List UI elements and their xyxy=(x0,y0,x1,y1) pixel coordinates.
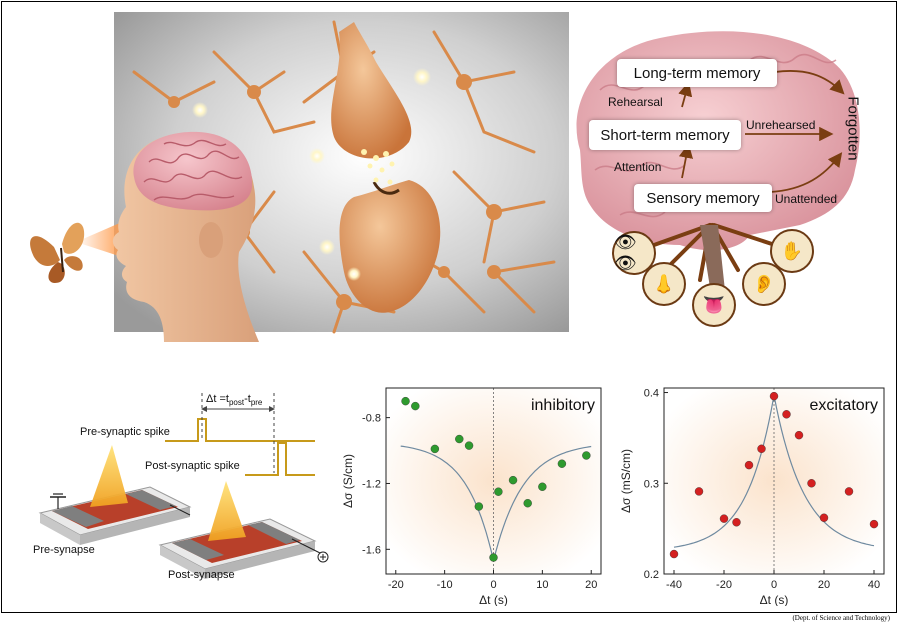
unrehearsed-label: Unrehearsed xyxy=(746,118,816,132)
delta-t-pre: pre xyxy=(250,398,263,408)
x-tick-label: -40 xyxy=(666,579,682,591)
x-axis-label: Δt (s) xyxy=(760,593,789,606)
data-point xyxy=(582,451,591,460)
data-point xyxy=(523,499,532,508)
delta-t-text: Δt =t xyxy=(206,393,229,405)
x-tick-label: 0 xyxy=(490,579,496,591)
x-tick-label: 20 xyxy=(818,579,830,591)
y-tick-label: 0.4 xyxy=(644,388,659,400)
data-point xyxy=(844,487,854,496)
chart-title: inhibitory xyxy=(531,397,595,414)
data-point xyxy=(769,391,779,401)
excitatory-chart: -40 -20 0 20 40 0.2 0.3 0.4 excitatory Δt (s) Δσ (… xyxy=(619,387,885,606)
x-tick-label: 40 xyxy=(868,579,880,591)
x-tick-label: 20 xyxy=(585,579,597,591)
data-point xyxy=(669,549,679,559)
data-point xyxy=(694,487,704,496)
y-tick-label: 0.2 xyxy=(644,569,659,581)
data-point xyxy=(401,396,410,406)
x-tick-label: -20 xyxy=(716,579,732,591)
data-point xyxy=(869,519,879,529)
data-point xyxy=(508,475,518,485)
pre-synapse-label: Pre-synapse xyxy=(33,544,95,556)
attention-label: Attention xyxy=(614,160,662,174)
neuron-illustration xyxy=(30,12,569,342)
post-spike-label: Post-synaptic spike xyxy=(145,460,240,472)
x-tick-label: 10 xyxy=(536,579,548,591)
data-point xyxy=(719,514,729,523)
forgotten-label: Forgotten xyxy=(838,92,868,172)
forgotten-text: Forgotten xyxy=(844,96,862,161)
delta-t-dash: -t xyxy=(244,393,251,405)
eye-icon: 👁👁 xyxy=(612,231,656,275)
ear-icon: 👂 xyxy=(742,262,786,306)
data-point xyxy=(464,441,474,450)
nose-icon: 👃 xyxy=(642,262,686,306)
inhibitory-chart: -20 -10 0 10 20 -0.8 -1.2 -1.6 inhibitory Δt (s) Δ… xyxy=(342,387,602,606)
data-point xyxy=(819,513,829,522)
credit-text: (Dept. of Science and Technology) xyxy=(792,614,890,622)
figure-frame xyxy=(1,1,897,613)
y-axis-label: Δσ (mS/cm) xyxy=(619,449,633,513)
y-tick-label: -1.2 xyxy=(362,478,381,490)
hand-icon: ✋ xyxy=(770,229,814,273)
y-tick-label: 0.3 xyxy=(644,478,659,490)
data-point xyxy=(732,518,741,527)
rehearsal-label: Rehearsal xyxy=(608,95,663,109)
y-axis-label: Δσ (S/cm) xyxy=(342,454,355,508)
data-point xyxy=(807,479,816,488)
x-axis-label: Δt (s) xyxy=(479,593,508,606)
x-tick-label: 0 xyxy=(771,579,777,591)
unattended-label: Unattended xyxy=(775,192,838,206)
short-term-memory-box: Short-term memory xyxy=(589,120,741,150)
x-tick-label: -10 xyxy=(437,579,453,591)
x-tick-label: -20 xyxy=(388,579,404,591)
data-point xyxy=(411,401,420,411)
data-point xyxy=(794,430,804,440)
long-term-memory-box: Long-term memory xyxy=(617,59,777,87)
butterfly-icon xyxy=(30,222,85,283)
chart-title: excitatory xyxy=(810,397,878,414)
data-point xyxy=(757,444,766,453)
y-tick-label: -1.6 xyxy=(362,544,381,556)
data-point xyxy=(455,434,464,444)
data-point xyxy=(538,482,547,491)
post-synapse-label: Post-synapse xyxy=(168,569,235,581)
data-point xyxy=(557,459,567,468)
tongue-icon: 👅 xyxy=(692,283,736,327)
data-point xyxy=(494,487,503,496)
data-point xyxy=(489,553,498,562)
delta-t-post: post xyxy=(228,398,245,408)
data-point xyxy=(474,502,484,511)
y-tick-label: -0.8 xyxy=(362,413,381,425)
fit-curve xyxy=(400,445,592,561)
pre-spike-label: Pre-synaptic spike xyxy=(80,426,170,438)
data-point xyxy=(430,444,440,454)
synapse-device-schematic xyxy=(38,393,329,579)
data-point xyxy=(744,460,754,470)
data-point xyxy=(782,410,791,419)
delta-t-formula: Δt =tpost-tpre xyxy=(206,393,262,407)
sensory-memory-box: Sensory memory xyxy=(634,184,772,212)
